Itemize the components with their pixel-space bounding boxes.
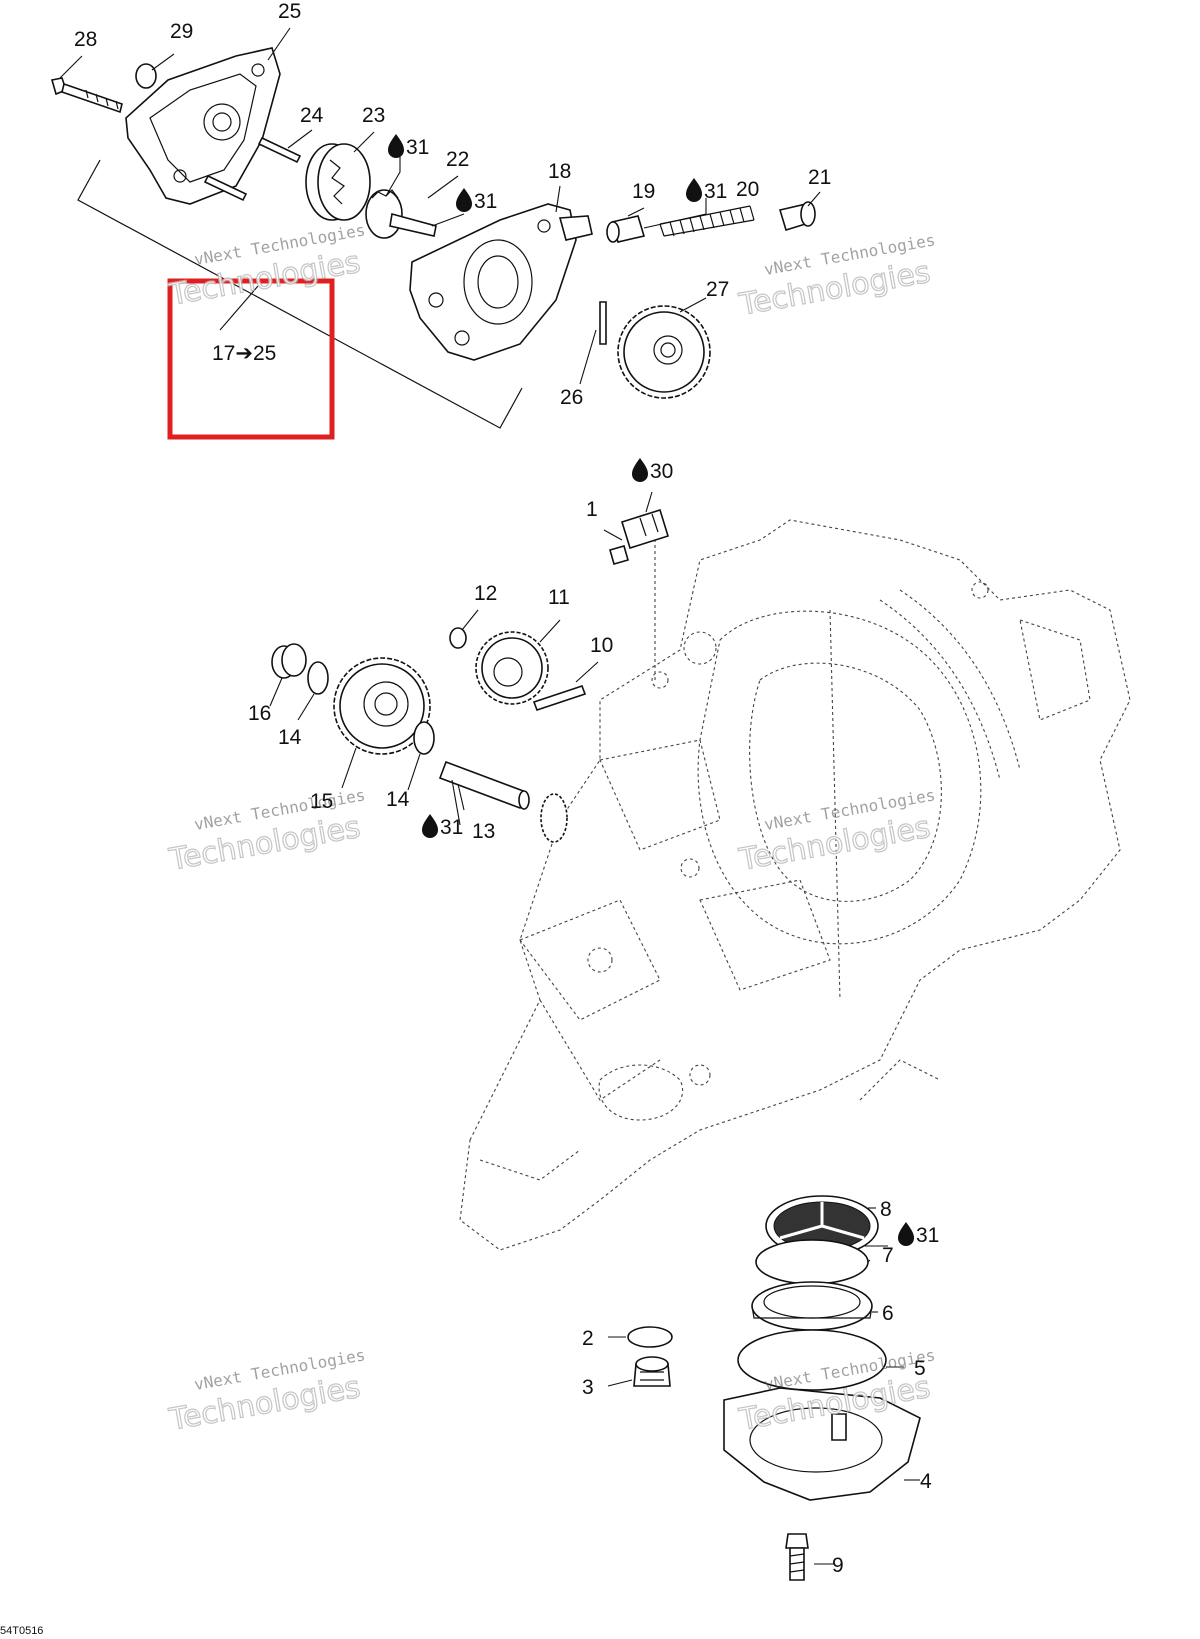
callout-10: 10 [590,634,613,657]
callout-26: 26 [560,386,583,409]
oil-drop-icon [898,1222,914,1246]
inner-rotor-22 [365,189,437,239]
lubricant-mark-31: 31 [456,188,497,213]
oil-drop-icon [388,134,404,158]
washer-14-upper [307,661,329,695]
seal-ring [540,793,568,843]
callout-14-lower: 14 [386,788,410,811]
callout-25: 25 [278,0,301,23]
o-ring-29 [135,63,157,89]
callout-28: 28 [74,28,97,51]
circlip-12 [449,627,467,649]
callout-1: 1 [586,498,598,521]
oil-drop-icon [456,188,472,212]
callout-15: 15 [310,790,333,813]
callout-7: 7 [882,1244,894,1267]
callout-16: 16 [248,702,271,725]
callout-22: 22 [446,148,469,171]
oil-drop-icon [422,814,438,838]
svg-text:31: 31 [440,816,463,839]
shaft-13 [438,760,530,810]
svg-text:31: 31 [704,180,727,203]
o-ring-7 [755,1239,869,1285]
svg-text:31: 31 [406,136,429,159]
callout-29: 29 [170,20,193,43]
callout-20: 20 [736,178,759,201]
svg-text:31: 31 [916,1224,939,1247]
callout-21: 21 [808,166,831,189]
callout-5: 5 [914,1357,926,1380]
plug-3 [633,1356,671,1387]
plug-21 [778,201,816,232]
callout-18: 18 [548,160,571,183]
figure-code: 54T0516 [0,1625,43,1637]
spacer-16 [271,643,307,679]
pins-24 [203,136,302,202]
lubricant-marks: 31 31 31 30 31 31 [388,134,939,1247]
leader-lines [59,27,920,1565]
callout-19: 19 [632,180,655,203]
seal-6 [751,1281,873,1331]
gear-27 [617,305,711,399]
pump-housing-18 [409,203,593,361]
callout-14-upper: 14 [278,726,302,749]
callout-27: 27 [706,278,729,301]
callouts: 28 29 25 24 23 22 18 19 20 21 27 26 1 12… [74,0,932,1577]
plunger-19 [606,215,646,243]
oil-drop-icon [686,178,702,202]
crankcase-outline [459,515,1131,1251]
sub-assembly-bracket [77,159,523,429]
washer-14-lower [413,721,435,755]
lubricant-mark-31: 31 [388,134,429,159]
o-ring-2 [627,1326,673,1348]
pin-26 [599,301,607,345]
gear-15 [333,657,431,755]
sub-assembly-label: 17➔25 [212,342,276,365]
svg-text:31: 31 [474,190,497,213]
lubricant-mark-31: 31 [422,814,463,839]
bolt-9 [785,1533,809,1581]
lubricant-mark-31: 31 [898,1222,939,1247]
callout-8: 8 [880,1198,892,1221]
pump-cover-25 [125,47,281,205]
spring-20 [659,205,755,237]
callout-23: 23 [362,104,385,127]
callout-9: 9 [832,1554,844,1577]
callout-3: 3 [582,1376,594,1399]
callout-4: 4 [920,1470,932,1493]
lubricant-mark-31: 31 [686,178,727,203]
outer-rotor-23 [305,143,371,221]
callout-2: 2 [582,1327,594,1350]
callout-11: 11 [548,586,570,609]
gear-11 [475,631,549,705]
svg-text:30: 30 [650,460,673,483]
callout-6: 6 [882,1302,894,1325]
oil-drop-icon [632,458,648,482]
cover-4 [723,1387,921,1501]
callout-13: 13 [472,820,495,843]
pin-10 [532,684,587,712]
lubricant-mark-30: 30 [632,458,673,483]
callout-12: 12 [474,582,497,605]
gasket-5 [737,1329,887,1391]
bolt-28 [50,77,123,114]
pressure-switch-1 [609,508,669,565]
callout-24: 24 [300,104,324,127]
highlight-box [167,278,335,440]
